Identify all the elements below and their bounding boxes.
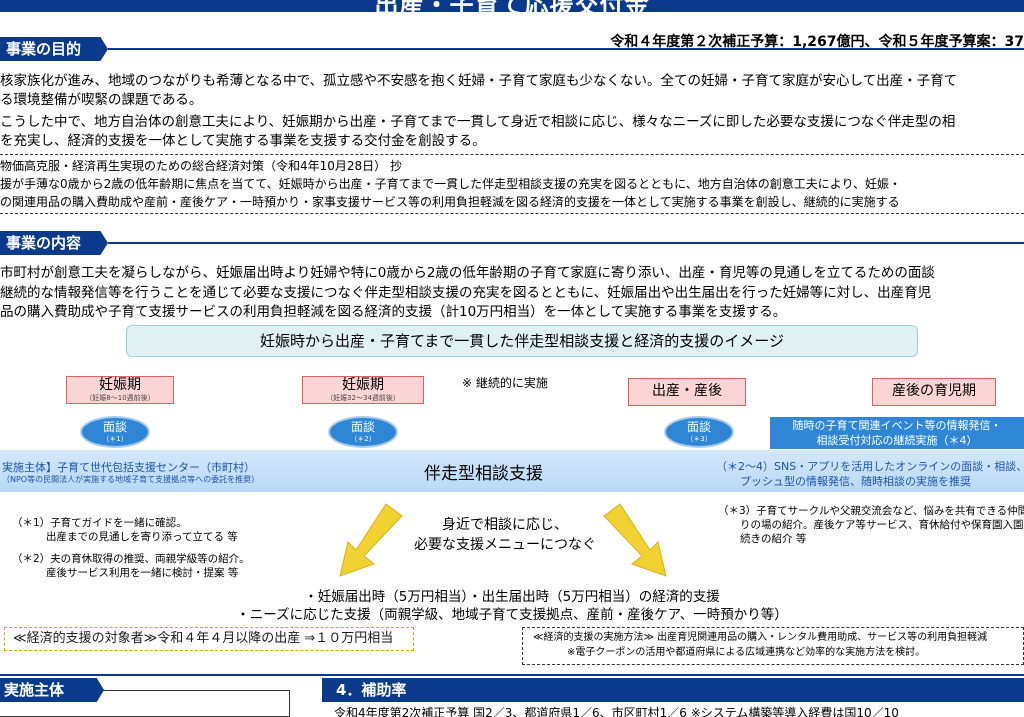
stage-pregnancy-early: 妊娠期 （妊娠8～10週前後） xyxy=(66,376,174,404)
interview-3: 面談 （＊3） xyxy=(664,416,734,448)
stage-label: 出産・産後 xyxy=(652,383,722,399)
policy-box: 物価高克服・経済再生実現のための総合経済対策（令和4年10月28日） 抄 援が手… xyxy=(0,154,1024,214)
content-line-1: 市町村が創意工夫を凝らしながら、妊娠届出時より妊婦や特に0歳から2歳の低年齢期の… xyxy=(0,265,935,281)
stage-sub: （妊娠32～34週前後） xyxy=(326,394,400,402)
section-purpose-label: 事業の目的 xyxy=(6,40,82,58)
purpose-line-1: 核家族化が進み、地域のつながりも希薄となる中で、孤立感や不安感を抱く妊婦・子育て… xyxy=(0,73,958,89)
section-subsidy-label: 4．補助率 xyxy=(336,681,407,699)
center-line-1: 身近で相談に応じ、 xyxy=(442,517,568,533)
purpose-line-3: こうした中で、地方自治体の創意工夫により、妊娠期から出産・子育てまで一貫して身近… xyxy=(0,114,956,130)
note-3c: 続きの紹介 等 xyxy=(740,533,807,545)
center-line-2: 必要な支援メニューにつなぐ xyxy=(414,537,596,553)
budget-text: 令和４年度第２次補正予算：1,267億円、令和５年度予算案：37 xyxy=(610,34,1024,50)
note-2a: （＊2）夫の育休取得の推奨、両親学級等の紹介。 xyxy=(12,553,250,565)
diagram-banner: 妊娠時から出産・子育てまで一貫した伴走型相談支援と経済的支援のイメージ xyxy=(126,325,918,357)
subsidy-text: 令和4年度第2次補正予算 国2／3、都道府県1／6、市区町村1／6 ※システム構… xyxy=(334,706,899,717)
band-online-2: プッシュ型の情報発信、随時相談の実施を推奨 xyxy=(740,475,971,488)
interview-1: 面談 （＊1） xyxy=(80,416,150,448)
section-implementer-header: 実施主体 xyxy=(0,678,104,702)
interview-label: 面談 xyxy=(350,420,375,434)
stage-label: 妊娠期 xyxy=(342,377,384,393)
note-2b: 産後サービス利用を一緒に検討・提案 等 xyxy=(46,567,239,579)
stage-childcare: 産後の育児期 xyxy=(872,378,996,406)
title-bar: 出産・子育て応援交付金 xyxy=(0,0,1024,12)
interview-sub: （＊2） xyxy=(350,435,376,443)
purpose-line-4: を充実し、経済的支援を一体として実施する事業を支援する交付金を創設する。 xyxy=(0,133,486,149)
arrow-down-right-icon xyxy=(603,503,667,577)
method-line-2: ※電子クーポンの活用や都道府県による広域連携など効率的な実施方法を検討。 xyxy=(567,647,926,658)
section-purpose-header: 事業の目的 xyxy=(0,37,1024,61)
method-line-1: ≪経済的支援の実施方法≫ 出産育児関連用品の購入・レンタル費用助成、サービス等の… xyxy=(533,632,988,643)
note-1b: 出産までの見通しを寄り添って立てる 等 xyxy=(46,531,238,543)
policy-line-1: 物価高克服・経済再生実現のための総合経済対策（令和4年10月28日） 抄 xyxy=(0,159,402,173)
continuous-note: ※ 継続的に実施 xyxy=(462,376,548,390)
info-line-2: 相談受付対応の継続実施（＊4） xyxy=(816,434,978,447)
stage-label: 産後の育児期 xyxy=(892,383,976,399)
band-implementer: 実施主体】子育て世代包括支援センター（市町村） xyxy=(2,461,255,474)
method-box: ≪経済的支援の実施方法≫ 出産育児関連用品の購入・レンタル費用助成、サービス等の… xyxy=(522,627,1024,665)
purpose-line-2: る環境整備が喫緊の課題である。 xyxy=(0,92,203,108)
policy-line-2: 援が手薄な0歳から2歳の低年齢期に焦点を当てて、妊娠時から出産・子育てまで一貫し… xyxy=(0,177,901,191)
content-line-3: 品の購入費助成や子育て支援サービスの利用負担軽減を図る経済的支援（計10万円相当… xyxy=(0,304,787,320)
note-1a: （＊1）子育てガイドを一緒に確認。 xyxy=(12,517,187,529)
section-implementer-label: 実施主体 xyxy=(4,681,65,699)
note-3b: りの場の紹介。産後ケア等サービス、育休給付や保育園入園 xyxy=(740,519,1024,531)
band-implementer-note: （NPO等の民間法人が実施する地域子育て支援拠点等への委託を推奨） xyxy=(2,475,260,484)
support-bullet-2: ・ニーズに応じた支援（両親学級、地域子育て支援拠点、産前・産後ケア、一時預かり等… xyxy=(236,607,788,623)
section-divider xyxy=(0,674,1024,676)
target-box: ≪経済的支援の対象者≫令和４年４月以降の出産 ⇒１０万円相当 xyxy=(4,627,414,651)
stage-label: 妊娠期 xyxy=(99,377,141,393)
stage-sub: （妊娠8～10週前後） xyxy=(85,394,155,402)
center-explanation: 身近で相談に応じ、 必要な支援メニューにつなぐ xyxy=(400,515,610,555)
interview-label: 面談 xyxy=(102,420,127,434)
interview-sub: （＊1） xyxy=(102,435,128,443)
band-title: 伴走型相談支援 xyxy=(424,464,543,484)
support-band: 実施主体】子育て世代包括支援センター（市町村） （NPO等の民間法人が実施する地… xyxy=(0,450,1024,492)
policy-line-3: の関連用品の購入費助成や産前・産後ケア・一時預かり・家事支援サービス等の利用負担… xyxy=(0,195,900,209)
section-content-header: 事業の内容 xyxy=(0,231,1024,255)
interview-label: 面談 xyxy=(686,420,711,434)
stage-birth: 出産・産後 xyxy=(628,378,746,406)
page-title: 出産・子育て応援交付金 xyxy=(0,0,1024,12)
support-bullet-1: ・妊娠届出時（5万円相当）・出生届出時（5万円相当）の経済的支援 xyxy=(304,589,720,605)
band-online-1: （＊2～4）SNS・アプリを活用したオンラインの面談・相談、 xyxy=(716,460,1024,473)
interview-sub: （＊3） xyxy=(686,435,712,443)
interview-2: 面談 （＊2） xyxy=(328,416,398,448)
content-line-2: 継続的な情報発信等を行うことを通じて必要な支援につなぐ伴走型相談支援の充実を図る… xyxy=(0,285,932,301)
section-subsidy-header: 4．補助率 xyxy=(322,678,1024,702)
note-3a: （＊3）子育てサークルや父親交流会など、悩みを共有できる仲間作 xyxy=(718,505,1024,517)
arrow-down-left-icon xyxy=(339,503,403,577)
info-line-1: 随時の子育て関連イベント等の情報発信・ xyxy=(792,419,1002,432)
stage-pregnancy-late: 妊娠期 （妊娠32～34週前後） xyxy=(302,376,424,404)
info-continuous-box: 随時の子育て関連イベント等の情報発信・ 相談受付対応の継続実施（＊4） xyxy=(770,417,1024,449)
section-content-label: 事業の内容 xyxy=(6,234,82,252)
